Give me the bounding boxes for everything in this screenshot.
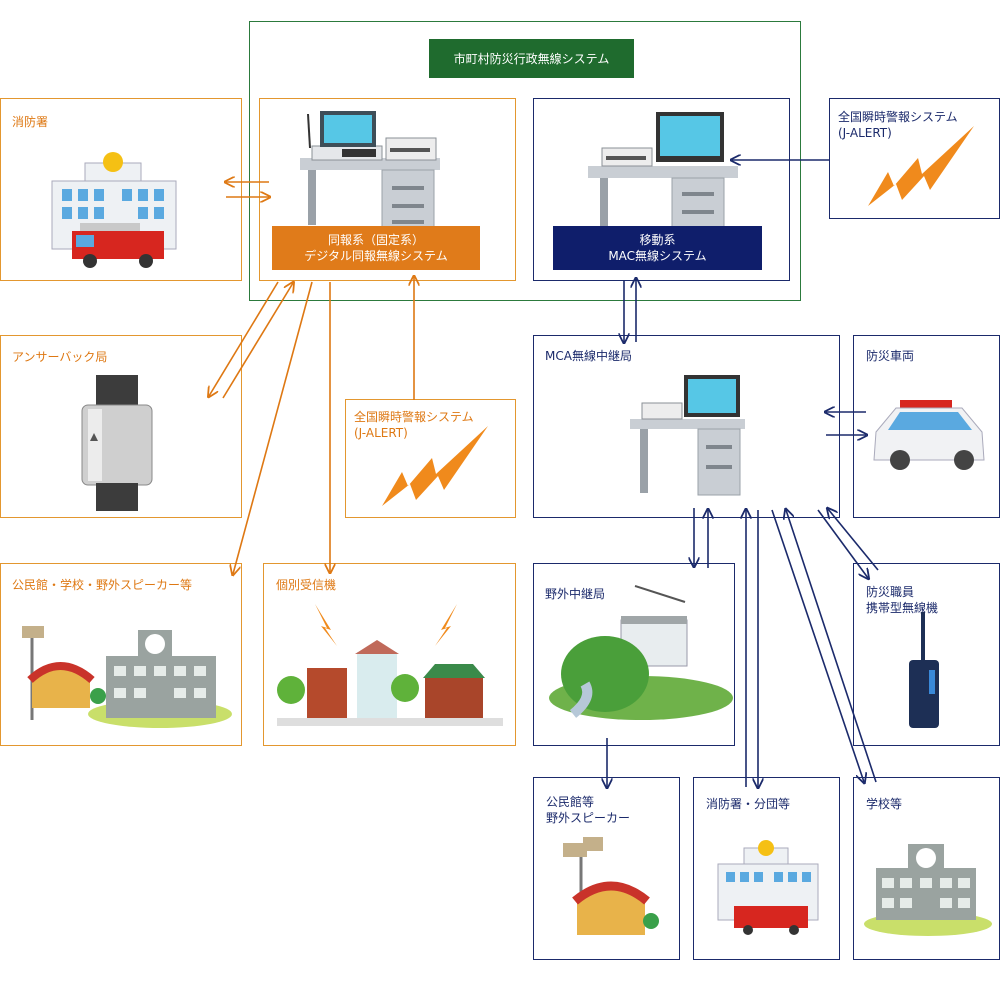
jalert-mid-label: 全国瞬時警報システム (J-ALERT) [354,410,474,440]
public-hall-school-icon [22,626,232,728]
fire-station-icon [51,152,177,268]
hall-speaker-icon [563,837,659,935]
mca-relay-label: MCA無線中継局 [545,349,632,363]
outdoor-relay-label: 野外中継局 [545,587,606,601]
portable-radio-icon [909,612,939,728]
fixed-system-banner: 同報系（固定系） デジタル同報無線システム [272,226,480,270]
individual-receiver-label: 個別受信機 [276,578,337,592]
school-icon [864,844,992,936]
schools-label: 学校等 [866,797,903,811]
answerback-unit-icon [81,375,153,511]
relay-hill-icon [549,585,733,720]
hall-speaker-label: 公民館等 野外スピーカー [546,795,631,825]
desk-terminal-icon [588,112,738,231]
houses-icon [277,604,503,726]
jalert-top-label: 全国瞬時警報システム (J-ALERT) [838,110,958,140]
desk-terminal-icon [630,375,745,496]
mobile-system-banner: 移動系 MAC無線システム [553,226,762,270]
disaster-vehicle-label: 防災車両 [866,349,915,363]
desk-console-icon [300,111,440,229]
staff-radio-label: 防災職員 携帯型無線機 [866,585,939,615]
fire-station-label: 消防署 [12,115,49,129]
vehicle-icon [873,400,985,470]
fire-station-icon [717,840,819,935]
jalert-top-box [829,98,1000,219]
lightning-icon [382,426,488,506]
answerback-label: アンサーバック局 [12,350,108,364]
fire-branch-label: 消防署・分団等 [706,797,791,811]
public-hall-school-label: 公民館・学校・野外スピーカー等 [12,578,193,592]
lightning-icon [868,126,974,206]
title-banner: 市町村防災行政無線システム [429,39,634,78]
jalert-mid-box [345,399,516,518]
